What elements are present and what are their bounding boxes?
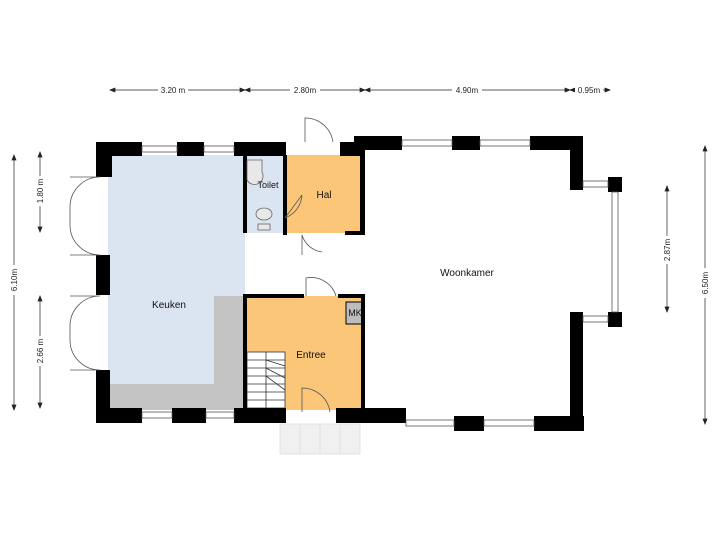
room-label-mk: MK: [348, 308, 362, 318]
windows: [141, 139, 619, 427]
dim-right-bay: 2.87m: [663, 239, 672, 262]
dimension-label-backgrounds: [8, 84, 711, 366]
entrance-steps: [279, 423, 361, 455]
entree-top-door: [305, 277, 337, 297]
dim-top-toilet-hal: 2.80m: [294, 86, 317, 95]
walls: [96, 136, 622, 431]
toilet-fixtures: [246, 159, 273, 231]
sink-icon: [246, 159, 264, 185]
keuken-french-door-lower: [69, 295, 101, 371]
dim-top-keuken: 3.20 m: [161, 86, 186, 95]
room-label-entree: Entree: [296, 350, 326, 361]
doors: [69, 117, 337, 413]
dimension-lines: [11, 87, 708, 425]
keuken-textured-floor-fill: [108, 384, 245, 410]
dim-top-woonkamer: 4.90m: [456, 86, 479, 95]
toilet-door: [284, 194, 303, 219]
staircase-treads: [246, 351, 286, 409]
dim-top-extension: 0.95m: [578, 86, 601, 95]
dim-left-total: 6.10m: [10, 269, 19, 292]
keuken-french-door-upper: [69, 176, 101, 256]
dim-right-total: 6.50m: [701, 272, 710, 295]
dim-left-upper: 1.80 m: [36, 178, 45, 203]
room-label-keuken: Keuken: [152, 300, 186, 311]
hal-bottom-door: [301, 234, 323, 255]
room-label-woonkamer: Woonkamer: [440, 268, 494, 279]
dim-left-lower: 2.66 m: [36, 338, 45, 363]
entree-bottom-door: [301, 387, 331, 413]
hal-front-door: [304, 117, 334, 143]
hal-floor: [285, 155, 363, 233]
toilet-bowl-icon: [255, 207, 273, 221]
room-label-toilet: Toilet: [257, 180, 279, 190]
room-label-hal: Hal: [316, 190, 331, 201]
